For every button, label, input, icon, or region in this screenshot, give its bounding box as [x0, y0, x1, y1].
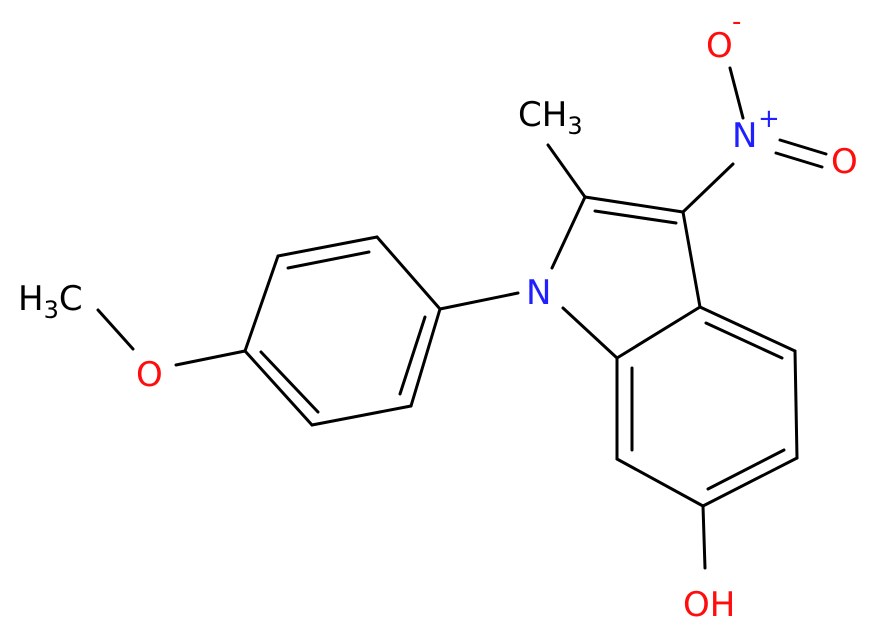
bond-c3a-c7a: [615, 305, 702, 360]
bond-ph1-ph2: [375, 235, 442, 311]
bond-c5-c6: [701, 456, 799, 508]
nitro-plus-charge: +: [758, 104, 780, 134]
bond-ph6-ph1-inner: [398, 315, 427, 396]
bond-c4-c5: [793, 349, 799, 460]
methyl-label: CH3: [518, 95, 583, 140]
bond-n1-aryl: [438, 291, 520, 311]
bond-c6-c7: [615, 457, 705, 508]
bond-c3a-c4: [698, 305, 797, 353]
bond-ph3-ph4: [243, 254, 280, 353]
bond-methyl: [546, 143, 587, 199]
bonds: [96, 66, 828, 570]
bond-c3-c3a: [681, 210, 702, 309]
minus-charge: -: [732, 7, 741, 37]
methoxy-methyl-label: H3C: [18, 279, 83, 324]
bond-nitro-o-double-inner: [774, 151, 824, 169]
bond-c6-oh: [701, 504, 707, 570]
bond-c3-nitro: [681, 162, 735, 214]
bond-ph5-ph6: [310, 404, 413, 427]
bond-ph2-ph3: [276, 235, 379, 258]
bond-ph4-o: [174, 349, 247, 367]
bond-nitro-o-minus: [728, 66, 745, 120]
bond-c3a-c4-inner: [704, 321, 784, 360]
bond-o-ch3: [96, 308, 135, 351]
bond-c7a-n1: [561, 306, 619, 360]
bond-ph4-ph5: [243, 349, 314, 427]
hydroxyl-label: OH: [683, 585, 735, 625]
bond-c5-c6-inner: [706, 448, 786, 491]
bond-ph2-ph3-inner: [286, 250, 371, 270]
bond-ph6-ph1: [409, 307, 442, 408]
atom-labels: CH3 N + O - O N H3C O OH: [18, 7, 858, 625]
methoxy-o-label: O: [136, 355, 163, 395]
bond-c2-n1: [550, 195, 587, 270]
nitro-o-double-label: O: [831, 142, 858, 182]
nitro-o-minus-label: O: [706, 26, 733, 66]
bond-ph4-ph5-inner: [259, 350, 320, 414]
bond-c2-c3-inner: [593, 209, 678, 225]
bond-c2-c3: [583, 195, 685, 214]
ring-n-label: N: [526, 273, 551, 313]
bond-nitro-o-double: [778, 138, 828, 156]
nitro-n-label: N: [732, 116, 757, 156]
